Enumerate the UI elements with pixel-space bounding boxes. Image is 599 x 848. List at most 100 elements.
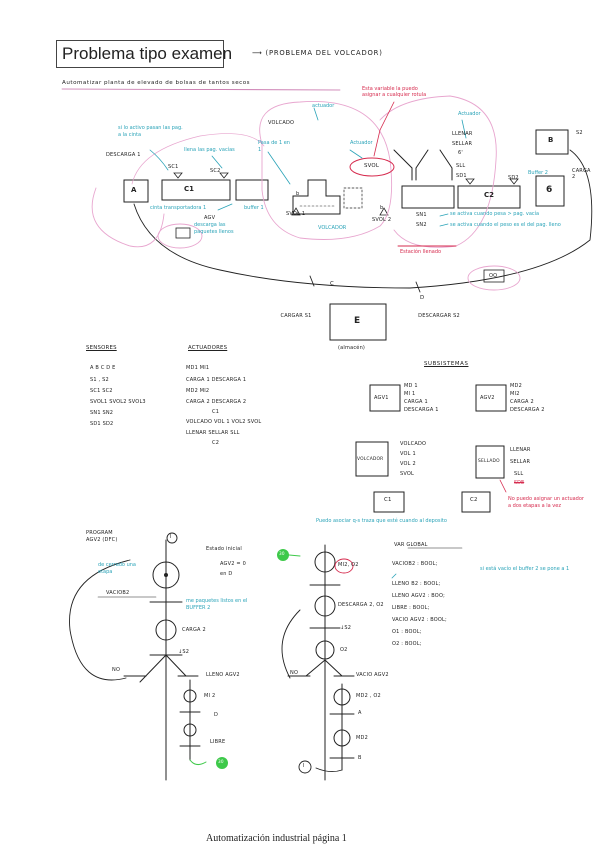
label-cargar-s1: CARGAR S1 (280, 313, 312, 319)
subsystem-agv2-item-3: CARGA 2 (510, 399, 534, 405)
grafcet-left-mi2: MI 2 (204, 693, 216, 699)
buffer-1-box (235, 179, 269, 201)
label-sll: SLL (456, 163, 466, 169)
label-buffer2: Buffer 2 (528, 170, 548, 176)
grafcet-right-b: B (358, 755, 362, 761)
note-actuador-3: Actuador (458, 111, 481, 117)
sensor-line-4: SVOL1 SVOL2 SVOL3 (90, 399, 146, 405)
note-peso-vacia: se activa cuando pesa > pag. vacía (450, 211, 540, 217)
subsystem-agv1-item-2: MI 1 (404, 391, 416, 397)
subsystem-agv1-box (369, 384, 401, 412)
box-c1 (161, 179, 231, 201)
subsystem-agv1-item-4: DESCARGA 1 (404, 407, 439, 413)
grafcet-left-program: PROGRAM AGV2 (DFC) (86, 530, 118, 543)
grafcet-right-md2b: MD2 (356, 735, 368, 741)
note-deposito: Puedo asociar q-s traza que esté cuando … (316, 518, 447, 524)
label-s2: S2 (576, 130, 583, 136)
grafcet-right-t1: ↓S2 (340, 625, 352, 631)
subsystem-volcador-box (355, 441, 389, 477)
subsystem-c1-box (373, 491, 405, 513)
actuadores-title: ACTUADORES (188, 345, 228, 351)
sensor-line-6: SD1 SD2 (90, 421, 114, 427)
label-buffer1: buffer 1 (244, 205, 264, 211)
subsystem-c1-label: C1 (384, 497, 392, 503)
label-sc2: SC2 (210, 168, 221, 174)
problem-statement: Automatizar planta de elevado de bolsas … (62, 80, 251, 86)
grafcet-left-libre: LIBRE (210, 739, 226, 745)
actuator-line-5: C1 (212, 409, 220, 415)
label-descargar-s2: DESCARGAR S2 (418, 313, 460, 319)
sensor-line-1: A B C D E (90, 365, 116, 371)
agv-path (133, 149, 593, 289)
subsystem-c2-box (461, 491, 491, 513)
label-c1: C1 (184, 185, 195, 193)
label-sc1: SC1 (168, 164, 179, 170)
subsystem-sellado-label: SELLADO (478, 459, 500, 464)
sensores-title: SENSORES (86, 345, 117, 351)
grafcet-right-o2: O2 (340, 647, 348, 653)
volcador-region (259, 101, 393, 240)
label-volcado: VOLCADO (268, 120, 295, 126)
note-activate-cinta: si lo activo pasan las pag. a la cinta (118, 125, 183, 138)
page-subtitle: ⟶ (PROBLEMA DEL VOLCADOR) (252, 49, 383, 57)
subsystem-volcador-item-4: SVOL (400, 471, 415, 477)
label-b1: b (296, 191, 300, 197)
actuator-line-3: MD2 MI2 (186, 388, 210, 394)
box-e (329, 303, 387, 341)
var-line-2: LLENO B2 : BOOL; (392, 581, 441, 587)
subsystem-volcador-item-1: VOLCADO (400, 441, 427, 447)
var-line-1: VACIOB2 : BOOL; (392, 561, 438, 567)
grafcet-right-start-label: 30 (279, 551, 285, 556)
label-sn2: SN2 (416, 222, 427, 228)
note-vacio-buffer2: si está vacío el buffer 2 se pone a 1 (480, 566, 570, 572)
label-sd2: SD2 (508, 175, 519, 181)
label-sd1: SD1 (456, 173, 467, 179)
subsystem-volcador-item-2: VOL 1 (400, 451, 416, 457)
note-cinta-1: cinta transportadora 1 (150, 205, 207, 211)
actuator-line-8: C2 (212, 440, 220, 446)
note-actuador-2: Actuador (350, 140, 373, 146)
subsystem-sellado-item-1: LLENAR (510, 447, 531, 453)
note-fill-empty: llena las pag. vacías (184, 147, 235, 153)
grafcet-right-md2: MD2 , O2 (356, 693, 381, 699)
label-svol1: SVOL 1 (286, 211, 306, 217)
label-node-d: D (420, 295, 425, 301)
note-etapa: de cerrado una etapa (98, 562, 136, 575)
grafcet-left-lleno: LLENO AGV2 (206, 672, 240, 678)
label-c2: C2 (484, 191, 495, 199)
agv-1-small (175, 227, 191, 239)
actuator-line-7: LLENAR SELLAR SLL (186, 430, 240, 436)
subsystem-sellado-item-4: SDE (514, 480, 525, 486)
title-box (56, 40, 224, 68)
label-node-6: 6 (546, 185, 553, 195)
label-volcador: VOLCADOR (318, 225, 347, 231)
sensor-line-5: SN1 SN2 (90, 410, 114, 416)
grafcet-left-step-i: I (170, 534, 172, 540)
label-almacen: (almacén) (338, 345, 366, 351)
grafcet-right-descarga: DESCARGA 2, O2 (338, 602, 384, 608)
grafcet-left-initial-label: Estado inicial (206, 546, 242, 552)
label-sellar: SELLAR (452, 141, 473, 147)
box-6 (535, 175, 565, 207)
var-line-4: LIBRE : BOOL; (392, 605, 430, 611)
note-paquetes-listos: me paquetes listos en el BUFFER 2 (186, 598, 248, 611)
subsistemas-title: SUBSISTEMAS (424, 361, 469, 367)
volcador-shape (292, 179, 341, 215)
grafcet-left-initial-2: en D (220, 571, 233, 577)
actuator-line-2: CARGA 1 DESCARGA 1 (186, 377, 247, 383)
subsystem-agv1-label: AGV1 (374, 395, 389, 401)
subsystem-c2-label: C2 (470, 497, 478, 503)
grafcet-right-a: A (358, 710, 362, 716)
subsystem-sellado-box (475, 445, 505, 479)
label-b2: b (380, 205, 384, 211)
agv-2-small (483, 269, 505, 283)
subsystem-volcador-label: VOLCADOR (357, 457, 384, 462)
label-g: 6' (458, 150, 463, 156)
statement-underline (61, 88, 341, 91)
label-llenar: LLENAR (452, 131, 473, 137)
actuator-line-6: VOLCADO VOL 1 VOL2 SVOL (186, 419, 262, 425)
grafcet-left-t1: ↓S2 (178, 649, 190, 655)
subsystem-agv2-box (475, 384, 507, 412)
fill-station-box (401, 185, 455, 209)
